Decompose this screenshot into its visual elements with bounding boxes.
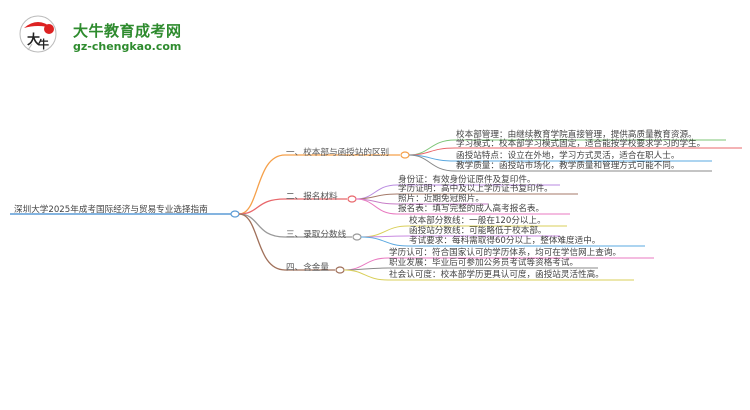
leaf-item: 照片：近期免冠照片。 [398,194,484,204]
branch-label-score-line: 三、录取分数线 [286,230,347,240]
branch-label-materials: 二、报名材料 [286,192,338,202]
leaf-item: 学历认可：符合国家认可的学历体系，均可在学信网上查询。 [389,248,622,258]
leaf-item: 教学质量：函授站市场化，教学质量和管理方式可能不同。 [456,161,680,171]
leaf-item: 学历证明：高中及以上学历证书复印件。 [398,184,553,194]
leaf-item: 考试要求：每科需取得60分以上，整体难度适中。 [409,236,601,246]
logo-title: 大牛教育成考网 [73,22,182,40]
logo-badge-icon: 大 牛 [19,15,57,53]
leaf-item: 职业发展：毕业后可参加公务员考试等资格考试。 [389,258,579,268]
mindmap-root: 深圳大学2025年成考国际经济与贸易专业选择指南 [14,205,208,215]
leaf-item: 校本部分数线：一般在120分以上。 [409,216,546,226]
leaf-item: 校本部管理：由继续教育学院直接管理，提供高质量教育资源。 [456,130,697,140]
branch-label-value: 四、含金量 [286,263,329,273]
leaf-item: 身份证：有效身份证原件及复印件。 [398,175,536,185]
logo-url: gz-chengkao.com [73,40,182,53]
leaf-item: 函授站分数线：可能略低于校本部。 [409,226,547,236]
leaf-item: 学习模式：校本部学习模式固定，适合能按学校要求学习的学生。 [456,139,706,149]
branch-label-differences: 一、校本部与函授站的区别 [286,148,390,158]
leaf-item: 社会认可度：校本部学历更具认可度，函授站灵活性高。 [389,270,604,280]
svg-text:大: 大 [27,32,40,48]
svg-text:牛: 牛 [38,37,49,51]
leaf-item: 报名表：填写完整的成人高考报名表。 [398,204,545,214]
leaf-item: 函授站特点：设立在外地，学习方式灵活，适合在职人士。 [456,151,680,161]
site-logo[interactable]: 大 牛 大牛教育成考网 gz-chengkao.com [18,12,198,60]
